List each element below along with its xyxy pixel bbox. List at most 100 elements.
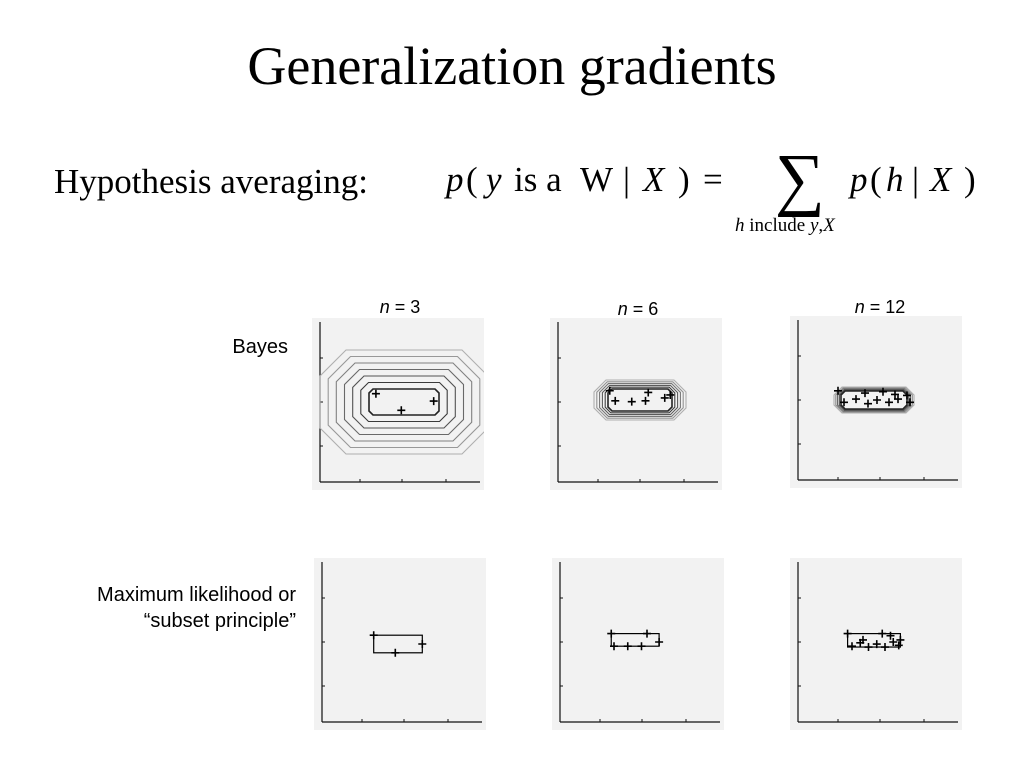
probability-contour (368, 388, 440, 416)
data-point-marker (903, 391, 911, 400)
slide-title: Generalization gradients (247, 36, 777, 96)
plot-ml-n3 (321, 562, 482, 723)
summation-symbol: ∑ (775, 141, 825, 218)
row-label-line-2: “subset principle” (143, 610, 296, 632)
probability-contour (835, 387, 913, 413)
column-label-n3: n = 3 (320, 296, 480, 318)
probability-contour (319, 349, 484, 455)
subscript-h: h (735, 215, 745, 236)
panel-ml-n3 (314, 558, 486, 730)
row-label-maximum-likelihood: Maximum likelihood or “subset principle” (4, 582, 296, 634)
hypothesis-averaging-formula: p ( y is a W | X ) = ∑ h include y,X p (… (440, 140, 1000, 250)
probability-contour (593, 379, 687, 421)
data-point-marker (644, 388, 653, 397)
data-point-marker (843, 629, 852, 638)
data-point-marker (605, 386, 614, 395)
data-point-marker (878, 629, 887, 638)
subscript-comma: , (818, 215, 824, 236)
panel-bayes-n12 (790, 316, 962, 488)
subscript-x: X (823, 215, 835, 236)
data-point-marker (886, 631, 895, 640)
row-label-line-1: Maximum likelihood or (97, 584, 296, 606)
data-point-marker (660, 393, 669, 402)
plot-bayes-n3 (319, 322, 484, 483)
column-label-n-value: = 12 (864, 297, 906, 317)
row-label-bayes: Bayes (232, 336, 288, 358)
formula-rhs-h: h (886, 160, 904, 199)
data-point-marker (864, 643, 873, 652)
plot-ml-n12 (797, 562, 958, 723)
panel-ml-n12 (790, 558, 962, 730)
panel-bayes-n3 (312, 318, 484, 490)
summation-subscript: h include y,X (735, 214, 835, 238)
column-label-n6: n = 6 (558, 298, 718, 320)
subscript-include: include (749, 215, 806, 236)
probability-contour (604, 386, 676, 414)
data-point-marker (623, 642, 632, 651)
probability-contour (343, 368, 465, 436)
panel-ml-n6 (552, 558, 724, 730)
probability-contour (352, 375, 456, 429)
data-point-marker (861, 389, 869, 398)
data-point-marker (607, 629, 616, 638)
probability-contour (360, 381, 448, 423)
data-point-marker (873, 396, 881, 404)
formula-lhs-bar: | (623, 160, 631, 199)
column-label-n-var: n (617, 299, 628, 319)
data-point-marker (894, 395, 902, 404)
probability-contour (599, 383, 681, 417)
data-point-marker (856, 638, 865, 647)
probability-contour (327, 355, 481, 449)
data-point-marker (896, 635, 905, 644)
probability-contour (601, 384, 679, 416)
formula-lhs-p: p (446, 160, 464, 199)
probability-contour (836, 388, 912, 412)
data-point-marker (879, 387, 887, 396)
plot-bayes-n6 (557, 322, 718, 483)
data-point-marker (894, 641, 903, 650)
probability-contour (838, 389, 910, 411)
formula-lhs-open: ( (466, 160, 478, 199)
data-point-marker (418, 640, 427, 648)
formula-lhs-y: y (486, 160, 502, 199)
data-point-marker (666, 390, 675, 399)
formula-lhs-x: X (643, 160, 665, 199)
data-point-marker (610, 642, 618, 651)
data-point-marker (637, 642, 646, 651)
formula-equals: = (703, 160, 723, 199)
data-point-marker (881, 643, 889, 652)
data-point-marker (834, 386, 842, 395)
data-point-marker (369, 631, 378, 640)
data-point-marker (864, 399, 872, 408)
column-label-n12: n = 12 (800, 296, 960, 318)
consistent-hypothesis-rectangle (373, 634, 423, 654)
probability-contour (335, 362, 473, 442)
subscript-y: y (809, 215, 819, 236)
data-point-marker (840, 398, 848, 407)
data-point-marker (889, 638, 898, 646)
plot-ml-n6 (559, 562, 720, 723)
formula-rhs-open: ( (870, 160, 882, 199)
formula-rhs-bar: | (912, 160, 920, 199)
data-point-marker (655, 638, 664, 646)
column-label-n-value: = 3 (389, 297, 421, 317)
data-point-marker (872, 640, 881, 649)
data-point-marker (627, 397, 636, 406)
data-point-marker (848, 642, 856, 651)
data-point-marker (643, 629, 651, 638)
formula-lhs-w: W (580, 160, 614, 199)
data-point-marker (641, 396, 650, 405)
formula-rhs-p: p (850, 160, 868, 199)
probability-contour (607, 388, 673, 412)
formula-lhs-close: ) (678, 160, 690, 199)
data-point-marker (906, 398, 914, 407)
data-point-marker (891, 390, 899, 399)
formula-rhs-close: ) (964, 160, 976, 199)
data-point-marker (852, 395, 860, 404)
data-point-marker (611, 396, 620, 405)
probability-contour (840, 390, 908, 410)
data-point-marker (397, 406, 406, 415)
column-label-n-var: n (854, 297, 865, 317)
consistent-hypothesis-rectangle (610, 632, 660, 647)
probability-contour (596, 381, 684, 419)
